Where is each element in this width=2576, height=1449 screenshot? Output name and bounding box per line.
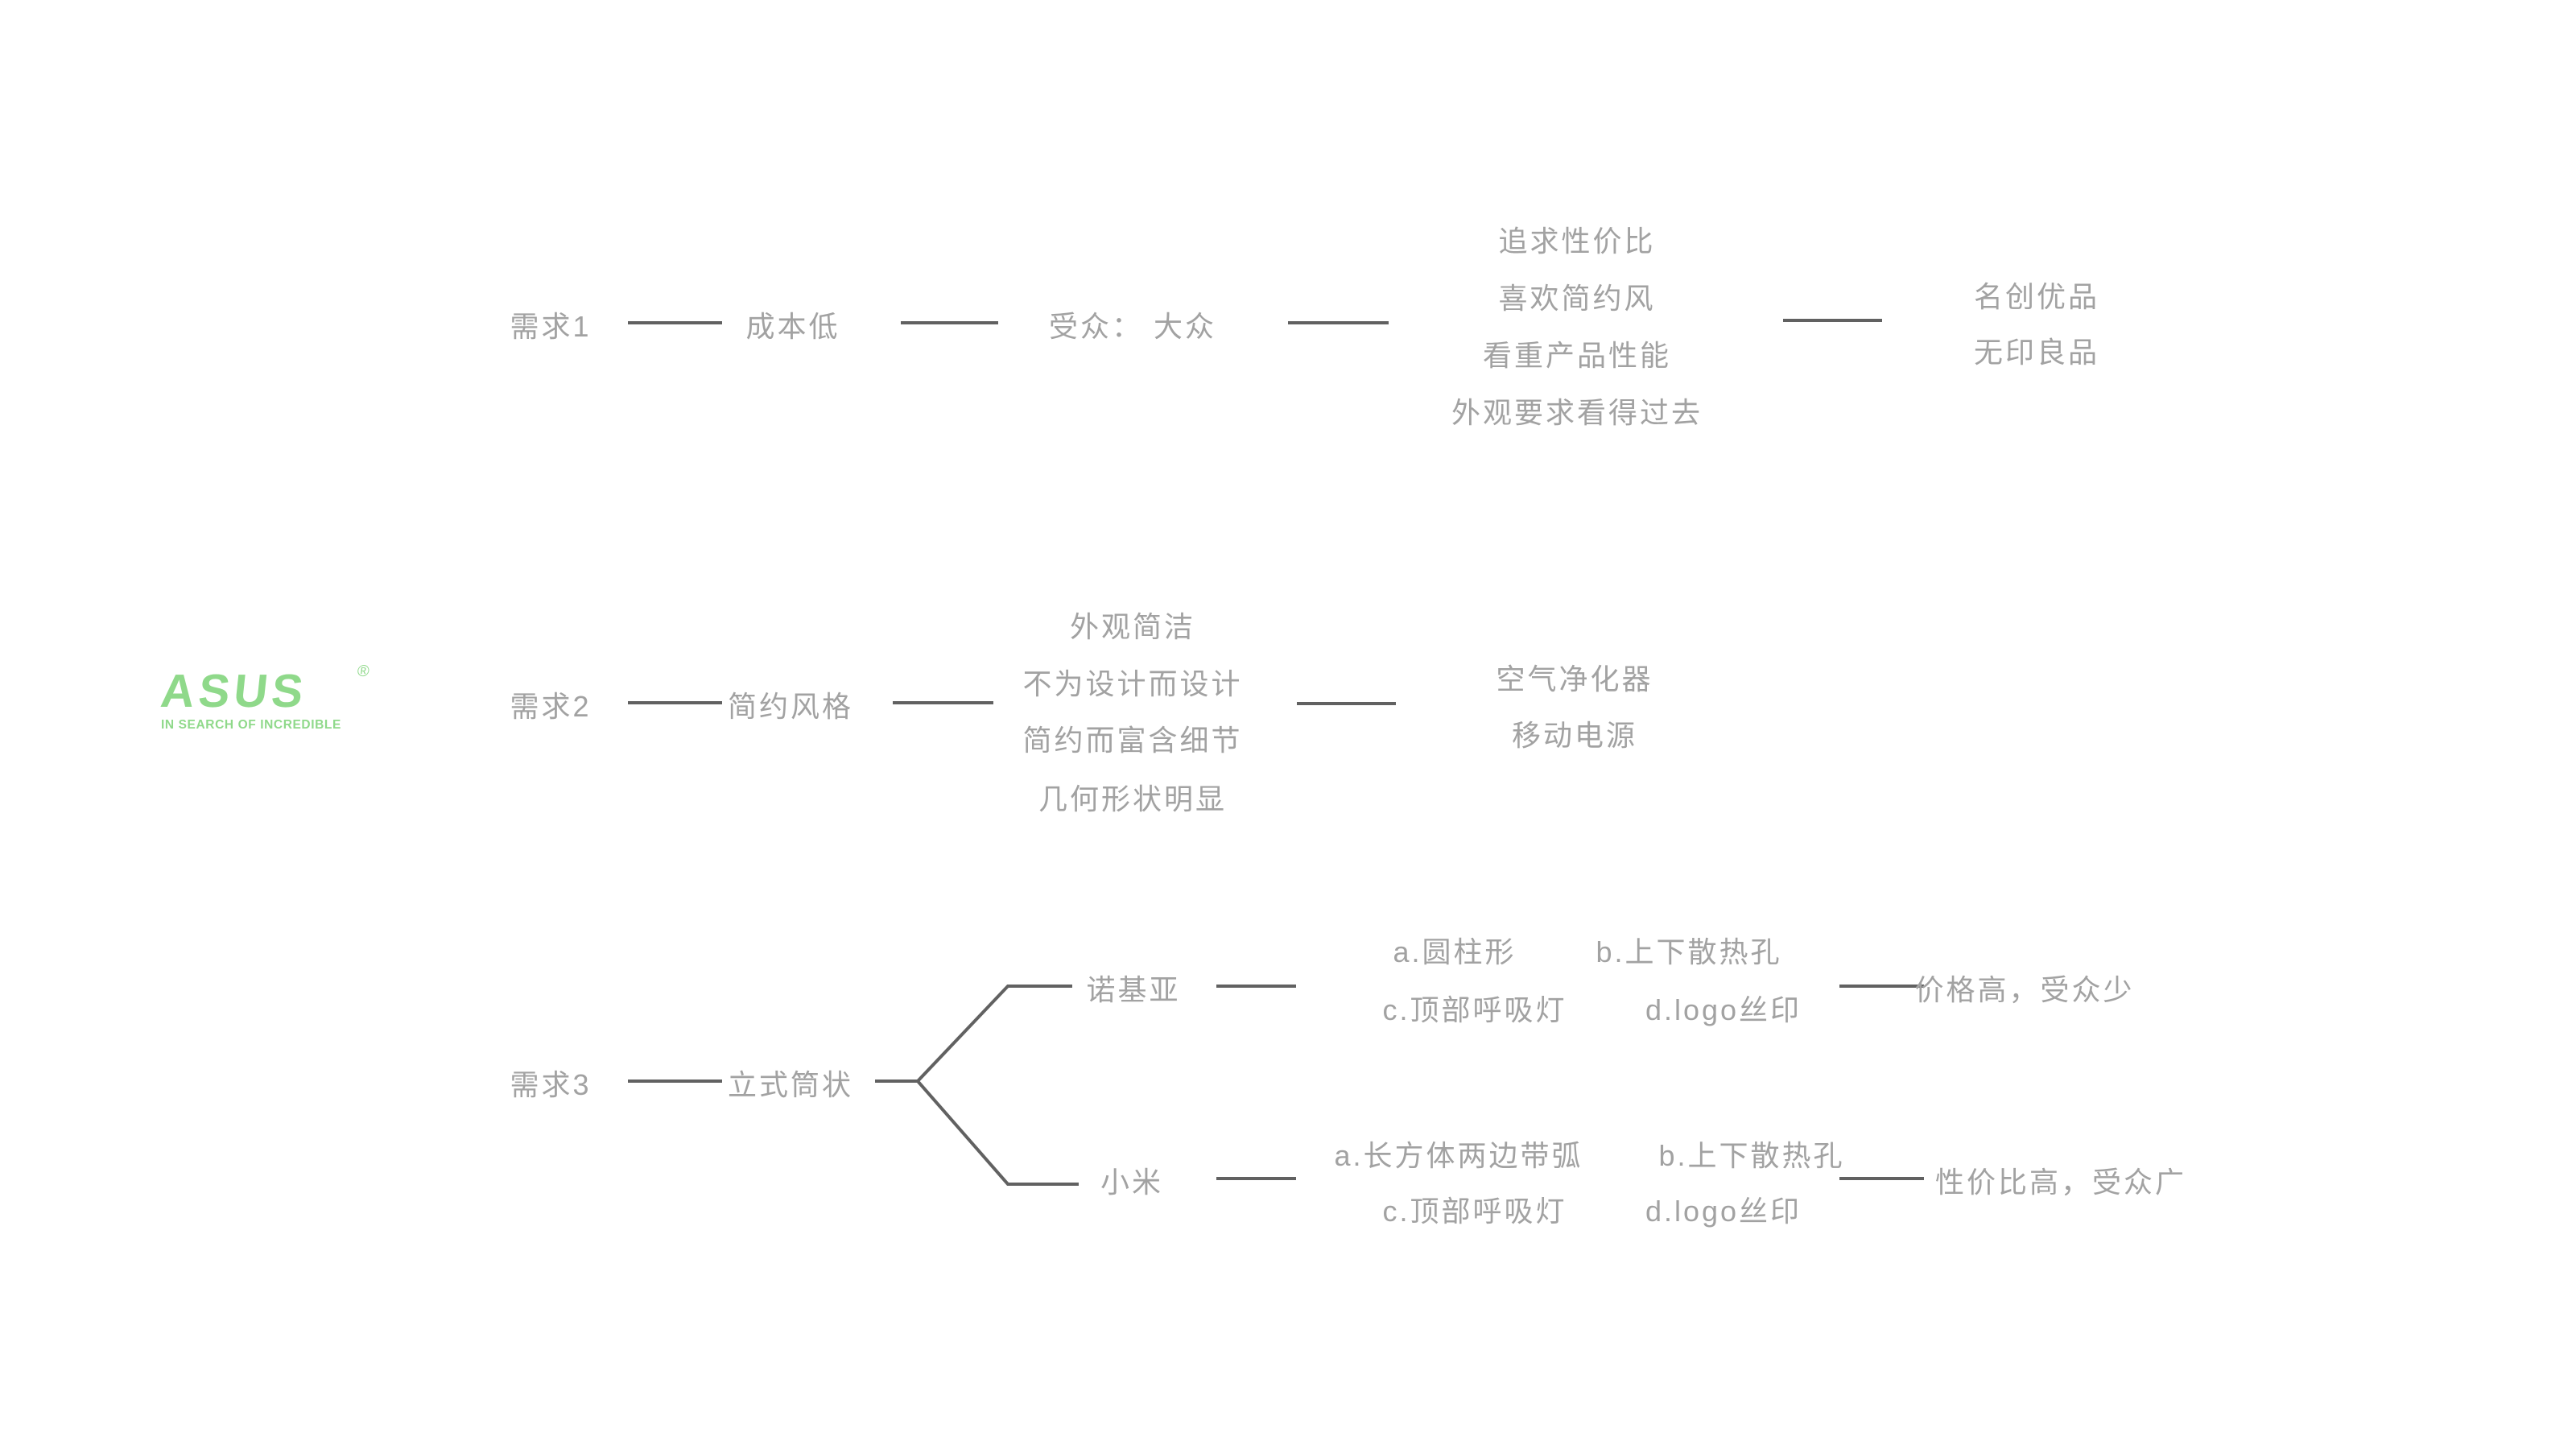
demand1-trait: 外观要求看得过去 [1451,396,1703,429]
demand1-brand: 名创优品 [1973,280,2100,313]
demand2-trait: 不为设计而设计 [1022,667,1243,700]
branch-result-nokia: 价格高，受众少 [1914,973,2135,1006]
demand2-product: 空气净化器 [1496,663,1653,696]
demand1-trait: 追求性价比 [1498,225,1656,258]
xiaomi-feature: b.上下散热孔 [1658,1139,1845,1172]
demand2-label: 需求2 [510,690,592,723]
connector-line [628,321,722,324]
branch-label-xiaomi: 小米 [1100,1166,1164,1199]
demand1-label: 需求1 [510,310,592,343]
demand1-trait: 看重产品性能 [1482,339,1672,372]
xiaomi-feature: c.顶部呼吸灯 [1382,1195,1567,1228]
connector-line [1839,1177,1924,1180]
demand2-trait: 外观简洁 [1069,610,1196,643]
demand2-trait: 简约而富含细节 [1022,724,1243,757]
asus-logo: ASUS ® IN SEARCH OF INCREDIBLE [158,663,370,733]
connector-line [1297,702,1396,705]
xiaomi-feature: d.logo丝印 [1645,1195,1802,1228]
connector-line [1783,319,1882,322]
demand1-trait: 喜欢简约风 [1498,282,1656,315]
connector-line [628,1080,722,1083]
demand1-brand: 无印良品 [1973,336,2100,369]
asus-registered-icon: ® [356,663,370,680]
demand1-node: 成本低 [745,310,840,343]
demand2-trait: 几何形状明显 [1038,782,1228,815]
connector-line [893,701,993,704]
branch-label-nokia: 诺基亚 [1086,973,1181,1006]
demand2-node: 简约风格 [727,690,854,723]
asus-tagline: IN SEARCH OF INCREDIBLE [161,718,341,732]
nokia-feature: d.logo丝印 [1645,993,1802,1026]
demand3-node: 立式筒状 [727,1068,854,1101]
demand1-audience: 受众： 大众 [1048,310,1217,343]
connector-line [901,321,998,324]
nokia-feature: c.顶部呼吸灯 [1382,993,1567,1026]
connector-line [1216,1177,1296,1180]
nokia-feature: a.圆柱形 [1393,935,1517,968]
demand2-product: 移动电源 [1511,719,1638,752]
asus-wordmark: ASUS ® [158,663,370,717]
connector-line [1839,985,1924,988]
nokia-feature: b.上下散热孔 [1596,935,1782,968]
connector-line [1288,321,1389,324]
connector-line [628,701,722,704]
branch-fork [875,985,1079,1186]
xiaomi-feature: a.长方体两边带弧 [1334,1139,1583,1172]
branch-result-xiaomi: 性价比高，受众广 [1934,1166,2187,1199]
connector-line [1216,985,1296,988]
demand3-label: 需求3 [510,1068,592,1101]
asus-brand-text: ASUS [158,665,310,717]
